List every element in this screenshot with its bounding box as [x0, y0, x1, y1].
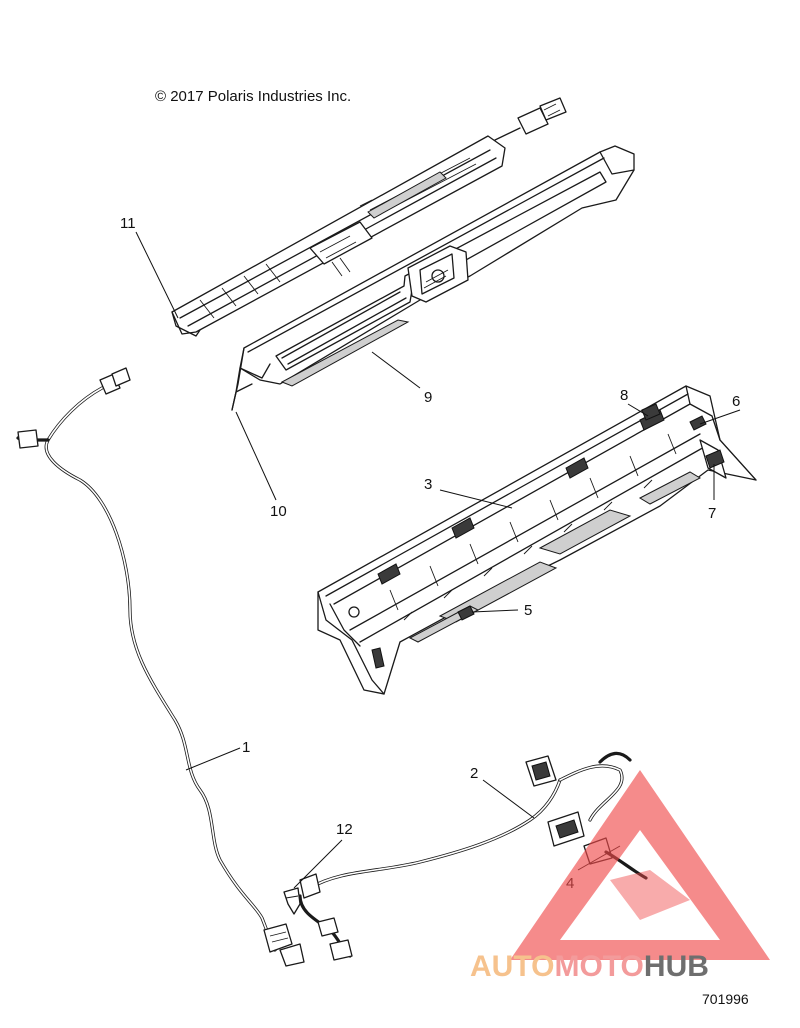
- logo-text-auto: AUTO: [470, 950, 554, 983]
- callout-1: 1: [242, 739, 250, 756]
- callout-2: 2: [470, 765, 478, 782]
- part-3-lower-dash: [317, 385, 757, 695]
- automotohub-logo: AUTOMOTOHUB: [470, 770, 770, 983]
- callout-12: 12: [336, 821, 353, 838]
- part-9-trim-strip: [280, 319, 410, 387]
- callout-9: 9: [424, 389, 432, 406]
- part-2-harness: [298, 751, 648, 961]
- callout-11: 11: [120, 215, 136, 232]
- callout-3: 3: [424, 476, 432, 493]
- diagram-part-number: 701996: [702, 991, 749, 1007]
- part-10-dash-panel: [231, 145, 635, 411]
- leader-lines: [135, 231, 741, 889]
- callout-5: 5: [524, 602, 532, 619]
- callout-6: 6: [732, 393, 740, 410]
- logo-text-hub: HUB: [644, 950, 709, 983]
- logo-text-moto: MOTO: [554, 950, 643, 983]
- callout-8: 8: [620, 387, 628, 404]
- part-8-clip: [641, 403, 661, 421]
- logo-text: AUTOMOTOHUB: [470, 950, 709, 983]
- part-7-clip: [705, 449, 725, 469]
- part-6-clip: [689, 415, 707, 431]
- callout-7: 7: [708, 505, 716, 522]
- copyright-text: © 2017 Polaris Industries Inc.: [155, 88, 351, 105]
- callout-10: 10: [270, 503, 287, 520]
- part-12-fastener: [283, 887, 301, 915]
- callouts: 1 2 3 4 5 6 7 8 9 10 11 12: [120, 215, 740, 892]
- part-11-dash-rail: [171, 97, 567, 337]
- part-1-harness: [16, 367, 305, 967]
- part-5-clip: [457, 605, 475, 621]
- logo-triangle-icon: [510, 770, 770, 960]
